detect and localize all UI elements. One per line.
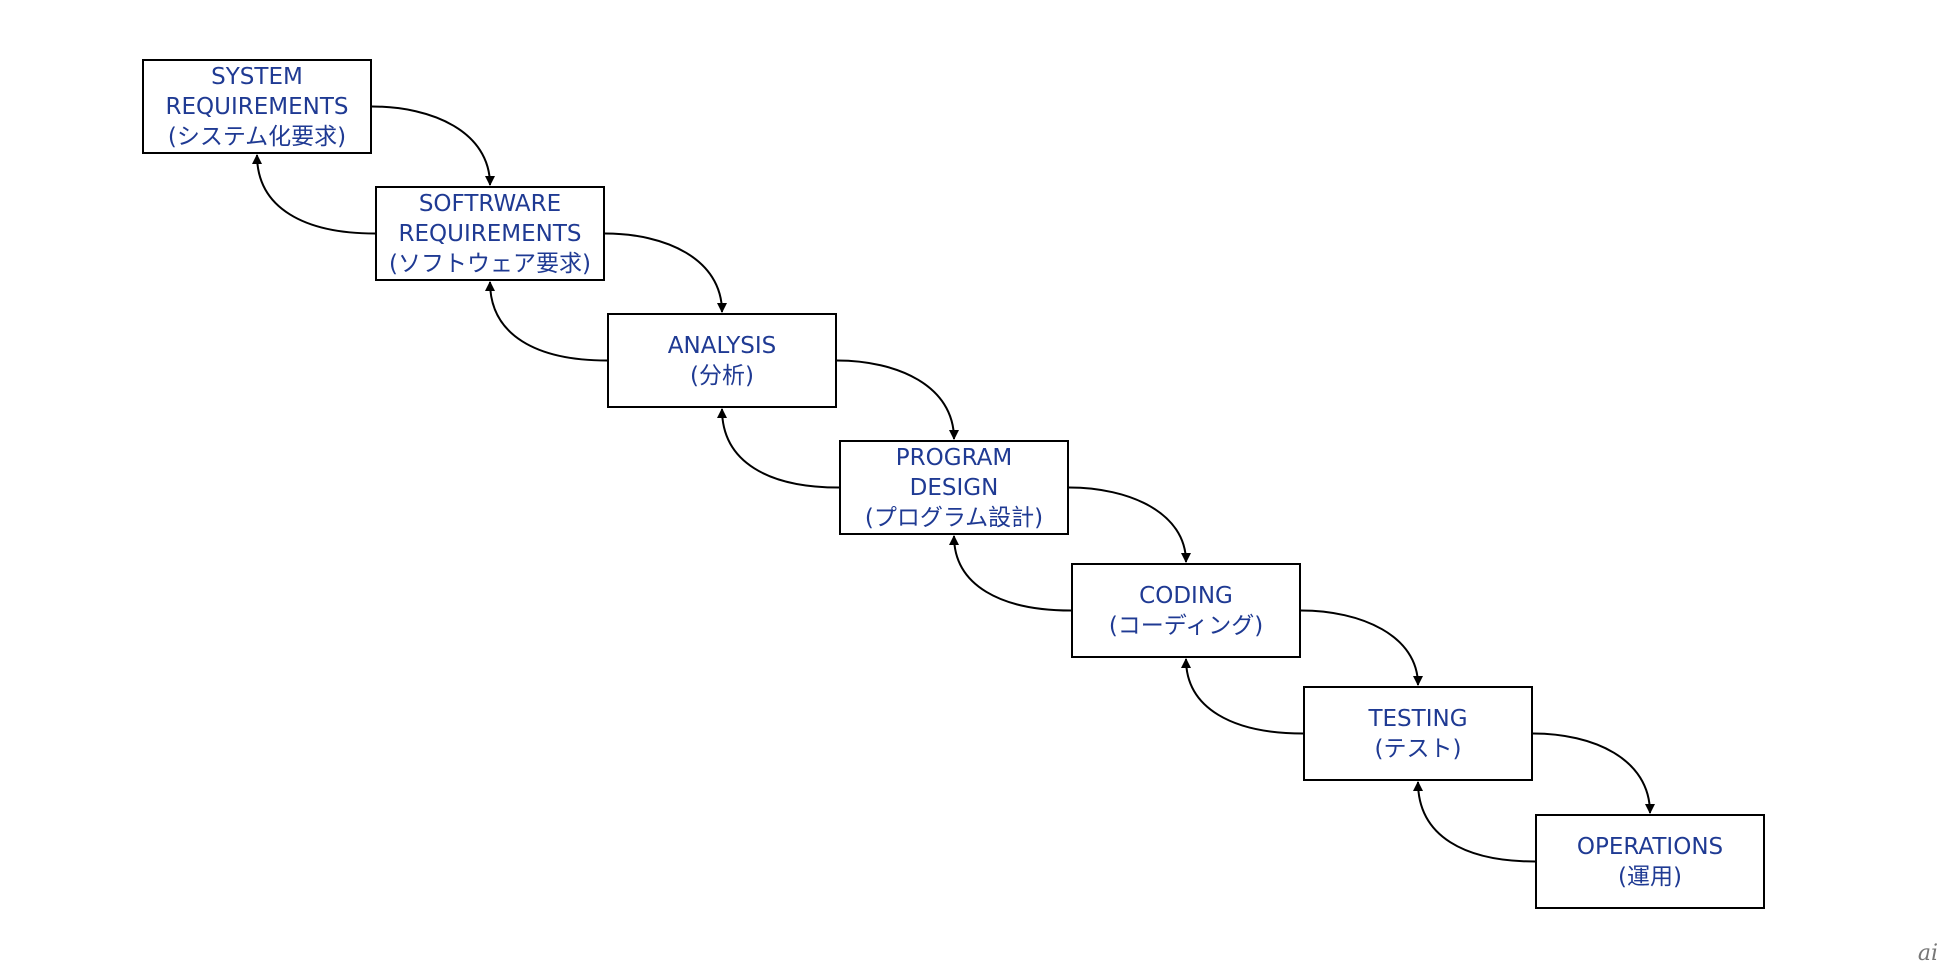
forward-arrow	[604, 232, 727, 313]
step-testing: TESTING (テスト)	[1303, 686, 1533, 781]
back-arrow	[1181, 658, 1304, 735]
back-arrow	[485, 281, 608, 362]
step-line: CODING	[1139, 582, 1233, 609]
step-line: SOFTRWARE	[418, 190, 562, 217]
step-analysis: ANALYSIS (分析)	[607, 313, 837, 408]
step-line-jp: (分析)	[690, 362, 754, 389]
step-line-jp: (テスト)	[1374, 735, 1462, 762]
watermark-logo: ai	[1917, 941, 1938, 966]
step-line-jp: (運用)	[1618, 863, 1682, 890]
step-line-jp: (プログラム設計)	[864, 504, 1044, 531]
back-arrow	[1413, 781, 1536, 863]
step-line-jp: (システム化要求)	[167, 123, 347, 150]
step-line-jp: (コーディング)	[1108, 612, 1264, 639]
step-operations: OPERATIONS (運用)	[1535, 814, 1765, 909]
step-program-design: PROGRAM DESIGN (プログラム設計)	[839, 440, 1069, 535]
step-line: OPERATIONS	[1576, 833, 1724, 860]
back-arrow	[252, 154, 376, 235]
step-line: REQUIREMENTS	[398, 220, 582, 247]
step-line: ANALYSIS	[667, 332, 777, 359]
forward-arrow	[1532, 732, 1655, 814]
step-line-jp: (ソフトウェア要求)	[389, 250, 591, 277]
back-arrow	[949, 535, 1072, 612]
step-line: TESTING	[1368, 705, 1468, 732]
step-line: PROGRAM	[895, 444, 1013, 471]
step-line: REQUIREMENTS	[165, 93, 349, 120]
forward-arrow	[1068, 486, 1191, 563]
step-line: SYSTEM	[211, 63, 303, 90]
step-coding: CODING (コーディング)	[1071, 563, 1301, 658]
forward-arrow	[371, 105, 495, 186]
step-software-requirements: SOFTRWARE REQUIREMENTS (ソフトウェア要求)	[375, 186, 605, 281]
forward-arrow	[1300, 609, 1423, 686]
back-arrow	[717, 408, 840, 489]
forward-arrow	[836, 359, 959, 440]
step-line: DESIGN	[909, 474, 999, 501]
step-system-requirements: SYSTEM REQUIREMENTS (システム化要求)	[142, 59, 372, 154]
